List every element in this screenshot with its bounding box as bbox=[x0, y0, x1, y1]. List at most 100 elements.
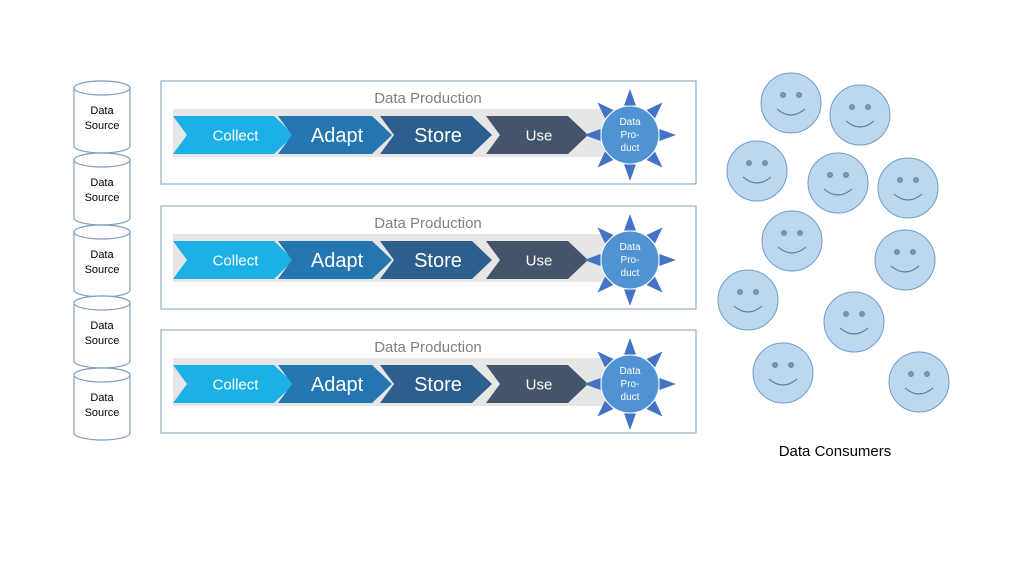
data-product-label-line1: Data bbox=[619, 242, 641, 253]
face-eye bbox=[843, 311, 849, 317]
data-product-ray bbox=[624, 89, 636, 106]
pipeline-title: Data Production bbox=[374, 339, 482, 356]
face-eye bbox=[737, 289, 743, 295]
pipeline-title: Data Production bbox=[374, 215, 482, 232]
data-product-label-line1: Data bbox=[619, 117, 641, 128]
consumer-face bbox=[761, 210, 823, 272]
data-product-label-line2: Pro- bbox=[621, 379, 640, 390]
data-product-circle bbox=[600, 105, 660, 165]
face-eye bbox=[913, 177, 919, 183]
data-source-label-line2: Source bbox=[85, 120, 120, 132]
face-smile bbox=[904, 387, 934, 395]
data-source-label-line1: Data bbox=[90, 320, 114, 332]
face-circle bbox=[752, 342, 814, 404]
step-use-chevron bbox=[486, 116, 588, 154]
face-circle bbox=[717, 269, 779, 331]
data-source-label-line1: Data bbox=[90, 249, 114, 261]
step-store-label: Store bbox=[414, 374, 462, 396]
data-source-label-line1: Data bbox=[90, 105, 114, 117]
face-smile bbox=[890, 265, 920, 273]
consumer-face bbox=[717, 269, 779, 331]
data-product-ray bbox=[624, 338, 636, 355]
data-product-ray bbox=[597, 400, 614, 417]
face-eye bbox=[753, 289, 759, 295]
face-circle bbox=[726, 140, 788, 202]
step-collect-label: Collect bbox=[213, 376, 260, 393]
data-source-label-line2: Source bbox=[85, 192, 120, 204]
step-use-label: Use bbox=[526, 127, 553, 144]
face-circle bbox=[760, 72, 822, 134]
step-adapt-label: Adapt bbox=[311, 250, 364, 272]
step-adapt-label: Adapt bbox=[311, 374, 364, 396]
data-source-label-line1: Data bbox=[90, 177, 114, 189]
step-collect-label: Collect bbox=[213, 252, 260, 269]
consumer-face bbox=[829, 84, 891, 146]
face-circle bbox=[807, 152, 869, 214]
face-eye bbox=[781, 230, 787, 236]
face-eye bbox=[797, 230, 803, 236]
face-smile bbox=[768, 378, 798, 386]
face-smile bbox=[845, 120, 875, 128]
data-product-ray bbox=[646, 151, 663, 168]
data-product-label-line3: duct bbox=[621, 268, 640, 279]
step-use-chevron bbox=[486, 365, 588, 403]
data-product-label-line2: Pro- bbox=[621, 255, 640, 266]
face-eye bbox=[827, 172, 833, 178]
face-eye bbox=[910, 249, 916, 255]
face-eye bbox=[897, 177, 903, 183]
data-product-ray bbox=[597, 276, 614, 293]
pipeline-title: Data Production bbox=[374, 90, 482, 107]
cylinder-top bbox=[73, 367, 131, 383]
data-product-ray bbox=[597, 102, 614, 119]
face-eye bbox=[908, 371, 914, 377]
face-eye bbox=[780, 92, 786, 98]
step-collect-chevron bbox=[173, 241, 294, 279]
data-source-label-line2: Source bbox=[85, 335, 120, 347]
data-sources: DataSourceDataSourceDataSourceDataSource… bbox=[73, 80, 131, 441]
data-product-label-line1: Data bbox=[619, 366, 641, 377]
face-circle bbox=[888, 351, 950, 413]
step-adapt-chevron bbox=[278, 116, 392, 154]
face-circle bbox=[761, 210, 823, 272]
face-eye bbox=[746, 160, 752, 166]
step-collect-chevron bbox=[173, 116, 294, 154]
data-product-label-line3: duct bbox=[621, 392, 640, 403]
data-product-circle bbox=[600, 354, 660, 414]
face-circle bbox=[874, 229, 936, 291]
data-product-ray bbox=[624, 289, 636, 306]
step-collect-label: Collect bbox=[213, 127, 260, 144]
data-product-ray bbox=[584, 254, 601, 266]
data-product-ray bbox=[597, 227, 614, 244]
face-smile bbox=[742, 176, 772, 184]
face-smile bbox=[893, 193, 923, 201]
face-circle bbox=[823, 291, 885, 353]
face-eye bbox=[865, 104, 871, 110]
data-product-ray bbox=[646, 102, 663, 119]
face-eye bbox=[772, 362, 778, 368]
step-adapt-chevron bbox=[278, 365, 392, 403]
consumer-face bbox=[888, 351, 950, 413]
face-eye bbox=[796, 92, 802, 98]
face-eye bbox=[788, 362, 794, 368]
data-product-ray bbox=[659, 254, 676, 266]
data-product-ray bbox=[646, 351, 663, 368]
data-product-ray bbox=[659, 378, 676, 390]
step-store-chevron bbox=[380, 241, 492, 279]
cylinder-top bbox=[73, 295, 131, 311]
consumer-face bbox=[823, 291, 885, 353]
face-eye bbox=[924, 371, 930, 377]
face-circle bbox=[877, 157, 939, 219]
data-consumers-label: Data Consumers bbox=[779, 443, 892, 460]
face-circle bbox=[829, 84, 891, 146]
data-source-label-line1: Data bbox=[90, 392, 114, 404]
data-product-circle bbox=[600, 230, 660, 290]
data-product-ray bbox=[646, 276, 663, 293]
data-product-rays bbox=[584, 214, 676, 306]
consumer-face bbox=[760, 72, 822, 134]
